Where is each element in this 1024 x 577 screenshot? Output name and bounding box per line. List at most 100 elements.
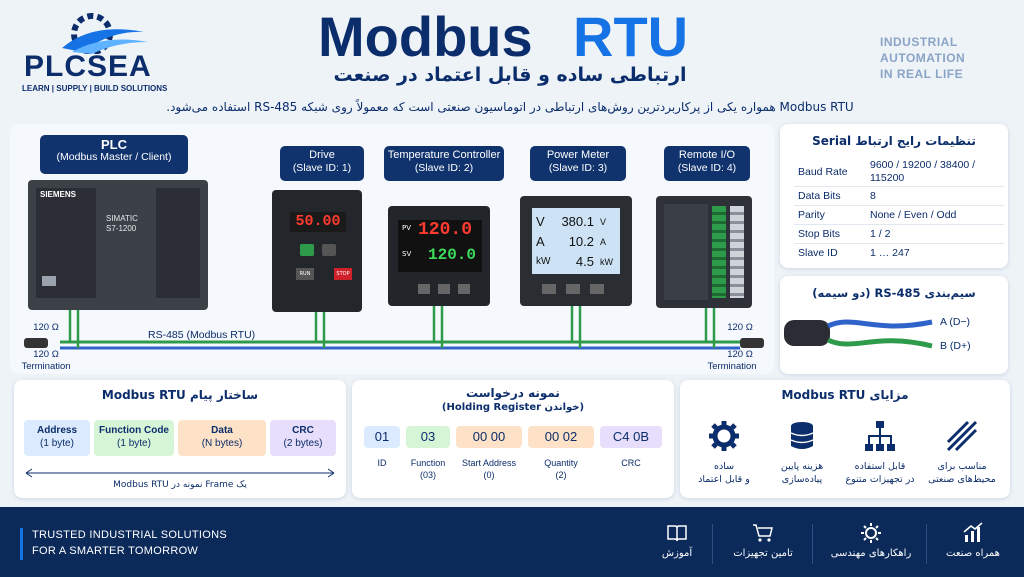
logo-mark [62,13,148,54]
settings-row: Baud Rate 9600 / 19200 / 38400 / 115200 [794,158,1004,187]
advantage-line1: مناسب برای [937,461,987,472]
reading-row: kW 4.5 kW [536,252,616,272]
request-cell-function: 03 [406,426,450,448]
drive-device: 50.00 RUN STOP [272,190,362,312]
gear-icon [861,523,881,543]
frame-caption: یک Frame نمونه در Modbus RTU [113,480,247,490]
termination-label-right: Termination [707,361,757,372]
request-cell-start-address: 00 00 [456,426,522,448]
advantage-line1: هزینه پایین [780,461,824,472]
advantage-line1: قابل استفاده [854,461,906,472]
footer-item-education[interactable]: آموزش [661,548,693,559]
field-size: (2 bytes) [283,438,323,449]
footer-item-supply[interactable]: تامین تجهیزات [733,548,793,559]
request-label-function: Function [410,458,446,468]
plc-label: PLC (Modbus Master / Client) [40,135,188,174]
footer-slogan-line2: FOR A SMARTER TOMORROW [32,545,199,557]
setting-value: 9600 / 19200 / 38400 / 115200 [870,159,976,184]
plc-model-line1: SIMATIC [106,214,138,223]
reading-label: A [536,234,545,249]
footer-slogan-line1: TRUSTED INDUSTRIAL SOLUTIONS [32,529,228,541]
footer-item-partner[interactable]: همراه صنعت [946,548,1000,559]
drive-stop-key: STOP [334,268,352,280]
temperature-controller-device: PV 120.0 SV 120.0 [388,206,490,306]
request-title: نمونه درخواست [466,386,560,400]
drive-run-key: RUN [296,268,314,280]
slave-name: Temperature Controller [387,149,501,161]
setting-value: 8 [870,190,876,202]
power-meter-device: V 380.1 V A 10.2 A kW 4.5 kW [520,196,632,306]
serial-settings-title: تنظیمات رایج ارتباط Serial [812,134,976,148]
power-meter-readings: V 380.1 V A 10.2 A kW 4.5 kW [536,212,616,272]
slave-label-remote-io: Remote I/O (Slave ID: 4) [664,146,750,181]
tagline-line: INDUSTRIAL [880,35,958,49]
setting-key: Baud Rate [798,166,848,178]
request-cell-id: 01 [364,426,400,448]
frame-field-address: Address(1 byte) [24,420,90,456]
advantages-title: مزایای Modbus RTU [781,388,909,402]
reading-unit: A [600,237,607,247]
intro-text: Modbus RTU همواره یکی از پرکاربردترین رو… [166,100,854,114]
field-size: (N bytes) [201,438,243,449]
frame-field-function-code: Function Code (1 byte) [94,420,174,456]
plc-model-line2: S7-1200 [106,224,137,233]
settings-row: Data Bits 8 [794,187,1004,206]
termination-label-left: Termination [21,361,71,372]
advantage-line2: محیط‌های صنعتی [928,474,996,485]
frame-title: ساختار پیام Modbus RTU [101,388,259,402]
setting-value: None / Even / Odd [870,209,957,221]
plc-device: SIEMENS SIMATIC S7-1200 [28,180,208,310]
termination-value-right-2: 120 Ω [727,349,753,360]
request-label-quantity: Quantity [544,458,578,468]
slave-id: (Slave ID: 3) [548,162,608,174]
reading-value: 380.1 [561,214,594,229]
drive-display: 50.00 [290,212,346,232]
footer-divider [712,524,713,564]
tagline-line: IN REAL LIFE [880,67,964,81]
request-label-crc: CRC [621,458,641,468]
request-cell-quantity: 00 02 [528,426,594,448]
logo: PLCSEA [24,50,152,83]
field-name: CRC [292,425,314,436]
frame-field-crc: CRC (2 bytes) [270,420,336,456]
page-subtitle: ارتباطی ساده و قابل اعتماد در صنعت [333,64,687,86]
setting-key: Slave ID [798,247,838,259]
footer-divider [812,524,813,564]
chart-icon [963,522,983,542]
advantage-line2: در تجهیزات متنوع [845,474,915,485]
reading-label: kW [536,256,551,267]
network-icon [865,421,895,451]
sv-label: SV [402,250,412,258]
advantage-label: مناسب برای محیط‌های صنعتی [920,460,1004,486]
pv-value: 120.0 [418,220,473,240]
slave-id: (Slave ID: 2) [414,162,474,174]
rs485-bus [24,306,764,350]
field-size: (1 byte) [117,438,151,449]
setting-key: Stop Bits [798,228,841,240]
setting-value: 1 / 2 [870,228,891,240]
setting-key: Data Bits [798,190,841,202]
page-title-part1: Modbus [318,5,533,68]
request-label-id: ID [377,458,387,468]
reading-value: 10.2 [568,234,594,249]
reading-row: V 380.1 V [536,212,616,232]
footer-item-engineering[interactable]: راهکارهای مهندسی [830,548,912,559]
wire-b-label: B (D+) [940,340,971,352]
sv-value: 120.0 [428,246,477,264]
reading-row: A 10.2 A [536,232,616,252]
frame-span-arrow [25,468,335,478]
slave-name: Remote I/O [678,149,736,161]
termination-value-left-2: 120 Ω [33,349,59,360]
request-sub-start-address: (0) [483,470,495,480]
footer [0,507,1024,577]
field-name: Function Code [99,425,169,436]
footer-divider [926,524,927,564]
logo-tagline: LEARN | SUPPLY | BUILD SOLUTIONS [22,84,168,93]
book-icon [667,525,687,542]
reading-label: V [536,214,545,229]
setting-value: 1 … 247 [870,247,910,259]
frame-field-data: Data(N bytes) [178,420,266,456]
cable-icon [946,420,978,452]
